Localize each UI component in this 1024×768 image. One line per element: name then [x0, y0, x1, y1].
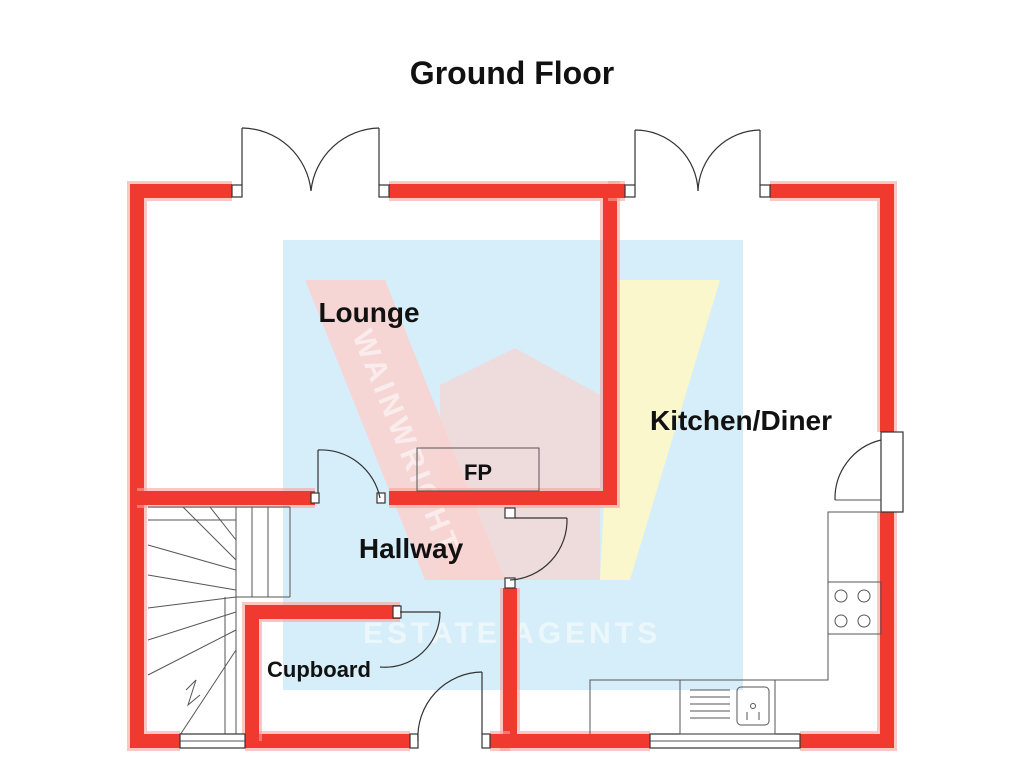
sink-unit	[679, 679, 776, 735]
fireplace-label: FP	[464, 460, 492, 485]
floor-title: Ground Floor	[410, 55, 614, 91]
kitchen-door	[504, 507, 568, 589]
kitchen-side-door	[834, 431, 904, 513]
watermark-house-shape	[440, 348, 600, 580]
cupboard-door	[379, 605, 441, 668]
windows	[179, 733, 801, 749]
room-label-hallway: Hallway	[359, 533, 464, 564]
wall-outer-right-bottom	[800, 512, 894, 748]
watermark-yellow-stripe	[600, 280, 720, 580]
room-label-cupboard: Cupboard	[267, 657, 371, 682]
room-label-lounge: Lounge	[318, 297, 419, 328]
walls	[127, 181, 897, 751]
staircase	[147, 506, 291, 736]
wall-outer-left	[130, 184, 232, 748]
counter-right	[589, 511, 881, 734]
kitchen-french-doors	[624, 129, 771, 198]
front-door	[409, 671, 491, 749]
sink-bowl	[736, 686, 770, 726]
wall-outer-right-top	[770, 184, 894, 432]
wall-lounge-east	[389, 184, 617, 505]
lounge-french-doors	[231, 127, 390, 198]
room-label-kitchen: Kitchen/Diner	[650, 405, 832, 436]
kitchen-fittings	[589, 511, 882, 735]
wall-cupboard	[245, 605, 400, 741]
fireplace: FP	[416, 447, 540, 492]
hob	[827, 581, 882, 635]
lounge-door	[310, 449, 386, 504]
